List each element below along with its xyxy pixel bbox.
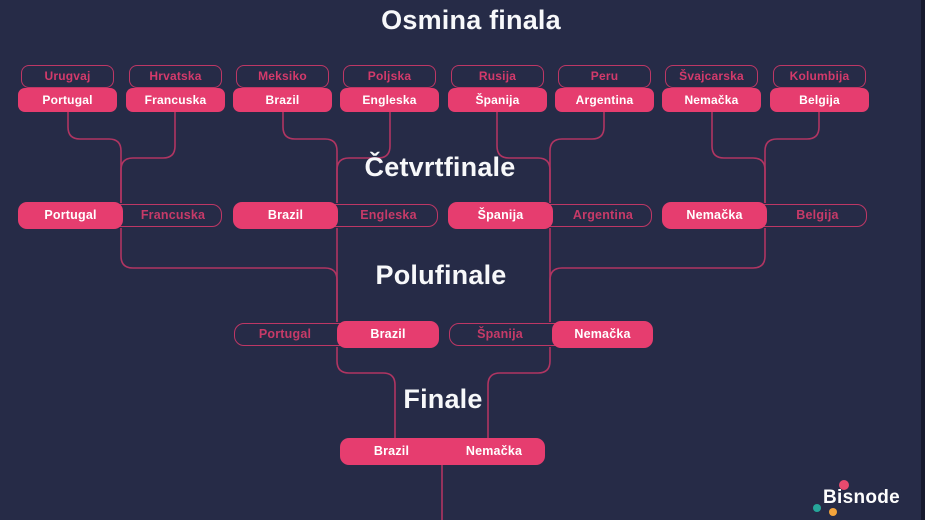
team-box-loser: Belgija	[796, 208, 839, 222]
r16-match-6: Peru Argentina	[555, 65, 654, 113]
team-box-loser: Kolumbija	[773, 65, 866, 88]
team-box-winner: Brazil	[337, 321, 439, 348]
bisnode-logo: Bisnode	[806, 477, 921, 520]
title-semifinals: Polufinale	[375, 260, 507, 290]
team-box-winner: Portugal	[18, 202, 123, 229]
r16-match-3: Meksiko Brazil	[233, 65, 332, 113]
logo-dot-teal-icon	[813, 504, 821, 512]
connector-line	[764, 111, 820, 203]
qf-match-1: Portugal Francuska	[18, 202, 223, 229]
logo-text: Bisnode	[823, 487, 901, 508]
connector-line	[549, 228, 766, 322]
connector-line	[120, 111, 176, 203]
r16-match-4: Poljska Engleska	[340, 65, 439, 113]
r16-match-5: Rusija Španija	[448, 65, 547, 113]
team-box-loser: Francuska	[140, 208, 206, 222]
team-box-loser: Hrvatska	[129, 65, 222, 88]
team-box-loser: Portugal	[258, 327, 312, 341]
r16-match-8: Kolumbija Belgija	[770, 65, 869, 113]
team-box-loser: Urugvaj	[21, 65, 114, 88]
logo-dot-pink-icon	[839, 480, 849, 490]
team-box-loser: Engleska	[360, 208, 417, 222]
team-box-winner: Španija	[448, 88, 547, 112]
team-box-loser: Meksiko	[236, 65, 329, 88]
qf-match-4: Nemačka Belgija	[662, 202, 868, 229]
connector-line	[282, 111, 338, 203]
connector-line	[549, 111, 605, 203]
r16-match-1: Urugvaj Portugal	[18, 65, 117, 113]
final-team-left: Brazil	[373, 444, 410, 458]
team-box-winner: Nemačka	[552, 321, 653, 348]
team-box-winner: Portugal	[18, 88, 117, 112]
team-box-winner: Belgija	[770, 88, 869, 112]
title-final: Finale	[403, 384, 483, 414]
team-box-winner: Španija	[448, 202, 553, 229]
team-box-loser: Rusija	[451, 65, 544, 88]
team-box-winner: Nemačka	[662, 88, 761, 112]
team-box-winner: Engleska	[340, 88, 439, 112]
team-box-loser: Poljska	[343, 65, 436, 88]
team-box-loser: Španija	[477, 327, 523, 341]
team-box-winner: Argentina	[555, 88, 654, 112]
team-box-loser: Argentina	[572, 208, 634, 222]
logo-dot-orange-icon	[829, 508, 837, 516]
connector-line	[67, 111, 122, 203]
title-round-of-16: Osmina finala	[381, 5, 561, 35]
team-box-loser: Švajcarska	[665, 65, 758, 88]
connector-line	[711, 111, 766, 203]
sf-match-1: Portugal Brazil	[233, 321, 439, 348]
connector-line	[336, 347, 396, 438]
sf-match-2: Španija Nemačka	[448, 321, 653, 348]
r16-match-2: Hrvatska Francuska	[126, 65, 225, 113]
team-box-winner: Brazil	[233, 202, 338, 229]
screen-edge	[921, 0, 925, 520]
connector-line	[487, 347, 551, 438]
team-box-winner: Francuska	[126, 88, 225, 112]
team-box-loser: Peru	[558, 65, 651, 88]
connector-line	[120, 228, 338, 322]
final-match: Brazil Nemačka	[340, 438, 545, 465]
qf-match-2: Brazil Engleska	[233, 202, 439, 229]
final-team-right: Nemačka	[465, 444, 523, 458]
r16-match-7: Švajcarska Nemačka	[662, 65, 761, 113]
team-box-winner: Brazil	[233, 88, 332, 112]
qf-match-3: Španija Argentina	[448, 202, 653, 229]
team-box-winner: Nemačka	[662, 202, 767, 229]
title-quarterfinals: Četvrtfinale	[364, 152, 516, 182]
